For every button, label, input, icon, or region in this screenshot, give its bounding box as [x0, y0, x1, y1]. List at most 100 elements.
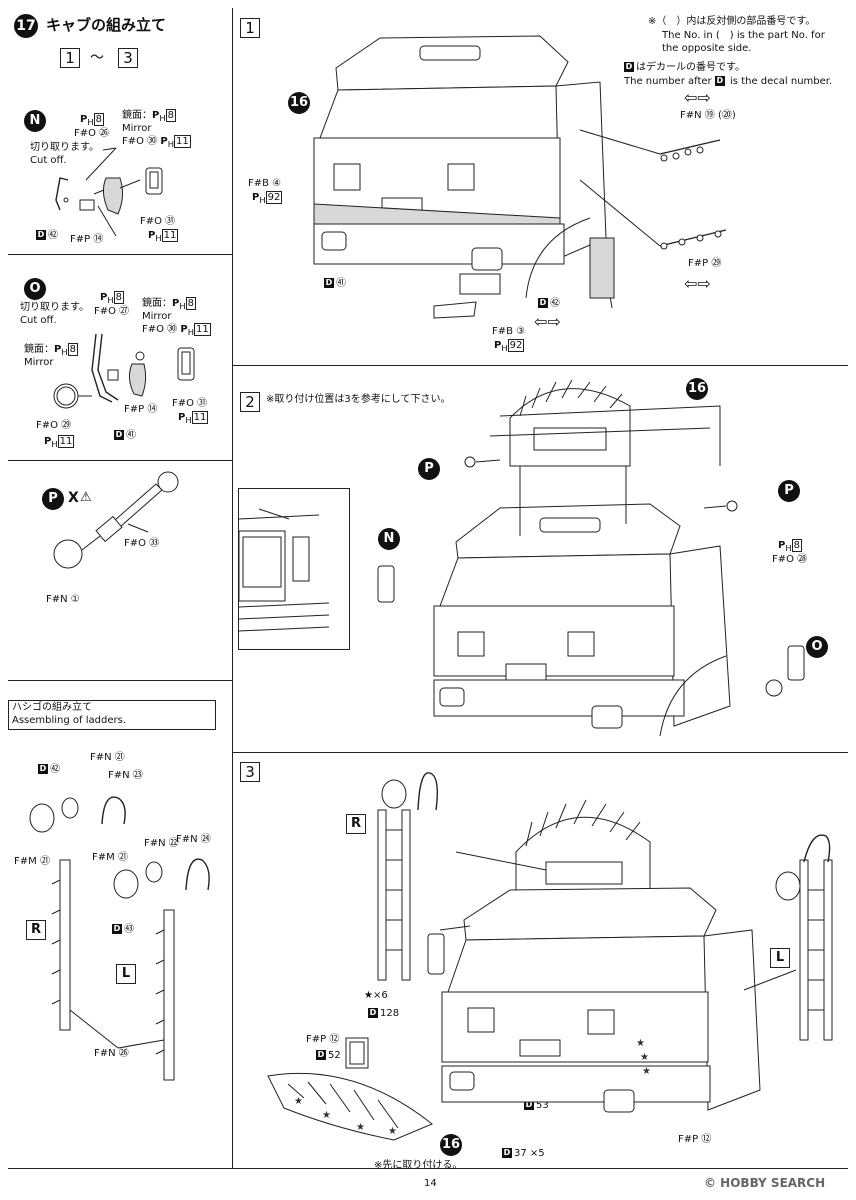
part-p-badge: P: [42, 488, 64, 510]
step1-fb3: F#B ③: [492, 326, 526, 337]
step2-inset-detail: [238, 488, 350, 650]
decal-icon: D: [624, 62, 634, 72]
ladders-drawing: [29, 796, 210, 1081]
note-opposite-en1: The No. in ( ) is the part No. for: [662, 30, 825, 41]
ladders-fn24: F#N ㉔: [176, 834, 211, 845]
part-n-fo31: F#O ㉛: [140, 216, 176, 227]
star-icon: ★: [364, 990, 373, 1001]
svg-text:★: ★: [642, 1066, 651, 1077]
note-decal-en: The number after D is the decal number.: [624, 76, 833, 87]
step1-number: 1: [240, 18, 260, 38]
svg-text:★: ★: [322, 1110, 331, 1121]
decal-icon: D: [114, 430, 124, 440]
part-n-mirror-en: Mirror: [122, 123, 152, 134]
step2-p-left: P: [418, 458, 440, 480]
ladders-fn22: F#N ㉒: [144, 838, 179, 849]
step3-decal-plate: [345, 1037, 369, 1069]
step1-callout-16: 16: [288, 92, 310, 114]
step3-r-label: R: [346, 814, 366, 834]
page-number: 14: [424, 1178, 437, 1189]
part-p-drawing: [53, 471, 179, 569]
step3-fp12a: F#P ⑫: [306, 1034, 340, 1045]
left-divider-2: [8, 460, 232, 461]
part-n-cut-jp: 切り取ります。: [30, 142, 99, 153]
inset-drawing: [239, 508, 330, 632]
warning-icon: ⚠: [80, 490, 92, 505]
step2-p-right: P: [778, 480, 800, 502]
part-n-fo26: F#O ㉖: [74, 128, 110, 139]
ladders-fn21: F#N ㉑: [90, 752, 125, 763]
ladders-fn26: F#N ㉖: [94, 1048, 129, 1059]
step2-cab-drawing: [377, 379, 805, 737]
step3-l-label: L: [770, 948, 790, 968]
ladders-title-en: Assembling of ladders.: [12, 715, 126, 726]
step3-star-count: ★×6: [364, 990, 388, 1001]
step1-arrow-mid: ⇦⇨: [684, 274, 711, 293]
part-o-fo29: F#O ㉙: [36, 420, 72, 431]
decal-icon: D: [38, 764, 48, 774]
part-n-fp14: F#P ⑭: [70, 234, 104, 245]
part-n-drawing: [55, 147, 163, 237]
section-number-badge: 17: [14, 14, 38, 38]
svg-text:★: ★: [356, 1122, 365, 1133]
step1-fn19: F#N ⑲ (⑳): [680, 110, 736, 121]
svg-text:★: ★: [636, 1038, 645, 1049]
part-o-cut-jp: 切り取ります。: [20, 302, 89, 313]
svg-text:★: ★: [640, 1052, 649, 1063]
right-divider-2: [232, 752, 848, 753]
section-range-from: 1: [60, 48, 80, 68]
section-range-sep: 〜: [90, 50, 104, 66]
step1-parts-drawing: [579, 129, 727, 250]
decal-icon: D: [36, 230, 46, 240]
step3-callout-16: 16: [440, 1134, 462, 1156]
left-divider-1: [8, 254, 232, 255]
part-o-fo27: F#O ㉗: [94, 306, 130, 317]
part-o-fo31: F#O ㉛: [172, 398, 208, 409]
step3-note: ※先に取り付ける。: [374, 1160, 463, 1171]
decal-icon: D: [502, 1148, 512, 1158]
svg-text:★: ★: [388, 1126, 397, 1137]
part-o-badge: O: [24, 278, 46, 300]
ladders-fn23: F#N ㉓: [108, 770, 143, 781]
ladders-fm61a: F#M ㉑: [14, 856, 50, 867]
left-divider-3: [8, 680, 232, 681]
step1-arrow-top: ⇦⇨: [684, 88, 711, 107]
watermark: © HOBBY SEARCH: [704, 1176, 826, 1190]
section-range-to: 3: [118, 48, 138, 68]
step2-o: O: [806, 636, 828, 658]
note-opposite-en2: the opposite side.: [662, 43, 752, 54]
decal-icon: D: [368, 1008, 378, 1018]
decal-icon: D: [714, 76, 725, 86]
step2-callout-16: 16: [686, 378, 708, 400]
step2-fo28: F#O ㉘: [772, 554, 808, 565]
step1-lamp-part: [433, 301, 477, 319]
step1-fb4: F#B ④: [248, 178, 282, 189]
section-title: キャブの組み立て: [46, 16, 167, 34]
part-o-mirror2-en: Mirror: [24, 357, 54, 368]
bottom-divider: [8, 1168, 848, 1169]
ladders-title-jp: ハシゴの組み立て: [12, 702, 92, 713]
right-divider-1: [232, 365, 848, 366]
decal-icon: D: [324, 278, 334, 288]
step3-cab-drawing: ★ ★ ★: [377, 772, 833, 1113]
decal-icon: D: [316, 1050, 326, 1060]
ladders-title-box: [8, 700, 216, 730]
